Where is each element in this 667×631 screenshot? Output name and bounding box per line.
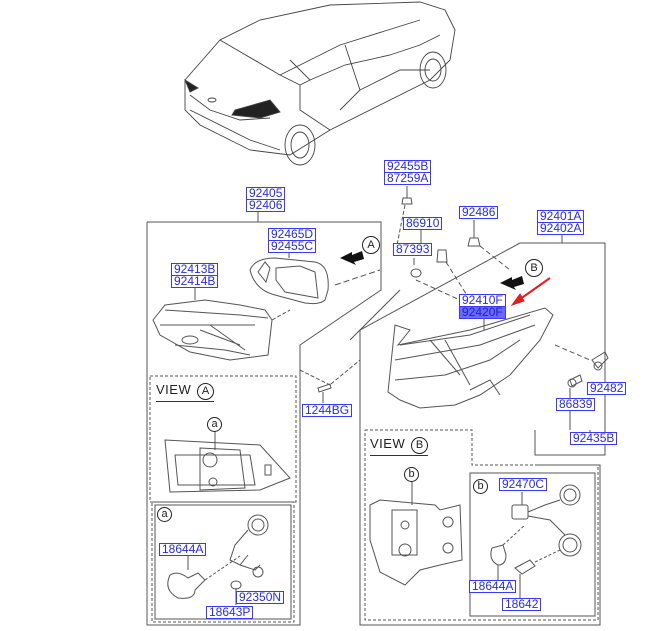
part-92435B[interactable]: 92435B: [570, 432, 618, 445]
part-18643P[interactable]: 18643P: [206, 606, 254, 619]
view-a-label: VIEW: [156, 382, 192, 397]
view-a-arrow: [340, 251, 364, 265]
part-label-92401A-92402A[interactable]: 92401A 92402A: [537, 209, 585, 235]
part-92406[interactable]: 92406: [247, 198, 285, 212]
part-92482[interactable]: 92482: [587, 382, 627, 395]
part-1244BG[interactable]: 1244BG: [302, 404, 353, 417]
part-92455C[interactable]: 92455C: [269, 239, 316, 253]
part-92402A[interactable]: 92402A: [538, 221, 584, 235]
part-92350N[interactable]: 92350N: [236, 591, 285, 604]
callout-a: A: [362, 236, 380, 254]
view-a-letter: A: [197, 383, 215, 400]
part-label-92455B-87259A[interactable]: 92455B 87259A: [384, 159, 432, 185]
part-92405[interactable]: 92405: [249, 186, 283, 200]
view-b-arrow: [500, 276, 524, 290]
part-label-92465D-92455C[interactable]: 92465D 92455C: [268, 227, 317, 253]
part-18642[interactable]: 18642: [502, 598, 542, 611]
part-18644A-bulb-a[interactable]: 18644A: [159, 543, 207, 556]
car-illustration: [184, 1, 456, 166]
view-arrows: [340, 251, 524, 290]
part-87259A[interactable]: 87259A: [385, 171, 431, 185]
part-18644A-bulb-b[interactable]: 18644A: [469, 580, 517, 593]
view-b-label: VIEW: [370, 436, 406, 451]
part-92420F-highlighted[interactable]: 92420F: [460, 305, 505, 319]
part-86910[interactable]: 86910: [403, 217, 443, 230]
part-87393[interactable]: 87393: [393, 243, 433, 256]
part-92455B[interactable]: 92455B: [387, 159, 429, 173]
part-92470C[interactable]: 92470C: [499, 478, 548, 491]
view-a-title: VIEW A: [156, 382, 215, 402]
detail-a-marker: a: [207, 417, 222, 432]
part-label-92410F-92420F[interactable]: 92410F 92420F: [459, 294, 506, 319]
subbox-a-marker: a: [157, 507, 172, 522]
part-92414B[interactable]: 92414B: [172, 274, 218, 288]
detail-b-marker: b: [404, 467, 419, 482]
red-pointer-arrow: [510, 277, 551, 306]
part-label-92405-92406[interactable]: 92405 92406: [246, 186, 286, 212]
part-92465D[interactable]: 92465D: [271, 227, 314, 241]
view-b-letter: B: [411, 437, 429, 454]
part-92401A[interactable]: 92401A: [540, 209, 582, 223]
part-92410F[interactable]: 92410F: [462, 293, 503, 307]
subbox-b-marker: b: [473, 479, 488, 494]
callout-b: B: [525, 259, 543, 277]
part-92486[interactable]: 92486: [459, 206, 499, 219]
part-92413B[interactable]: 92413B: [174, 262, 216, 276]
view-b-title: VIEW B: [370, 436, 429, 456]
part-label-92413B-92414B[interactable]: 92413B 92414B: [171, 262, 219, 288]
part-86839[interactable]: 86839: [556, 398, 596, 411]
